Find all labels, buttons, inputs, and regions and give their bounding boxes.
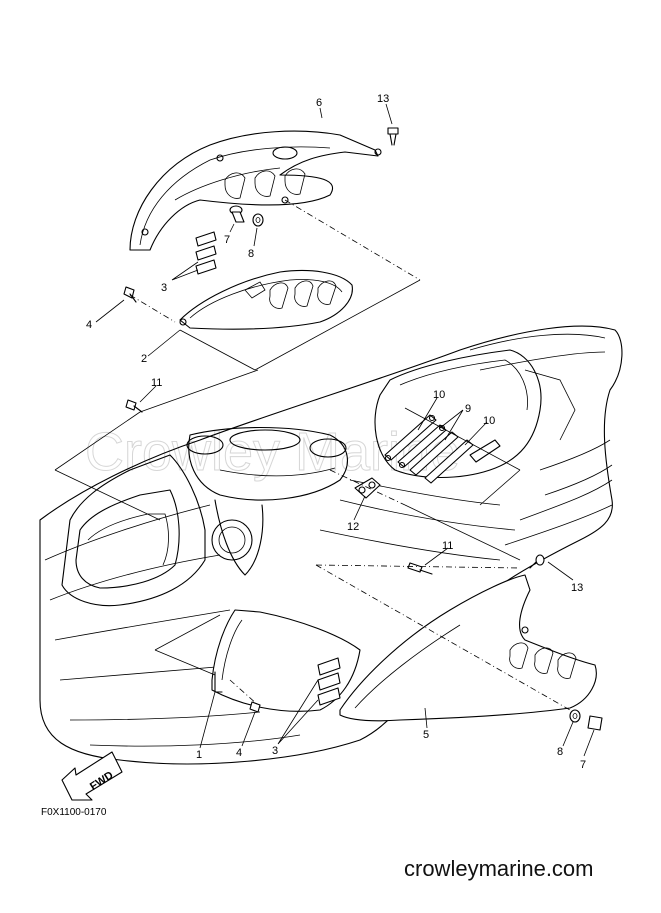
bolt-7-washer-8-top xyxy=(229,205,264,227)
callout-11: 11 xyxy=(442,540,453,552)
callout-7: 7 xyxy=(580,759,586,771)
part-5-side-panel xyxy=(339,574,597,722)
callouts: 6 13 7 8 3 4 2 11 10 9 10 12 11 13 1 4 3… xyxy=(86,93,586,771)
fwd-arrow: FWD xyxy=(61,751,123,801)
part-1-side-panel xyxy=(211,609,361,712)
drawing-code: F0X1100-0170 xyxy=(41,807,107,818)
callout-3: 3 xyxy=(161,282,167,294)
callout-4: 4 xyxy=(86,319,92,331)
callout-6: 6 xyxy=(316,97,322,109)
part-6-upper-cover xyxy=(129,130,382,251)
callout-7: 7 xyxy=(224,234,230,246)
site-link[interactable]: crowleymarine.com xyxy=(404,856,594,881)
bolt-13-right xyxy=(529,554,545,569)
pads-3-top xyxy=(195,231,217,275)
rivet-11-right xyxy=(407,562,433,575)
callout-9: 9 xyxy=(465,403,471,415)
callout-1: 1 xyxy=(196,749,202,761)
callout-8: 8 xyxy=(557,746,563,758)
callout-13: 13 xyxy=(571,582,583,594)
hull-outline xyxy=(39,325,623,765)
callout-12: 12 xyxy=(347,521,359,533)
callout-3: 3 xyxy=(272,745,278,757)
rivet-4-bottom xyxy=(249,701,261,713)
leader-lines xyxy=(54,103,595,757)
bolt-13-top xyxy=(387,127,399,146)
callout-4: 4 xyxy=(236,747,242,759)
callout-10: 10 xyxy=(483,415,495,427)
callout-8: 8 xyxy=(248,248,254,260)
rivet-11-top xyxy=(125,399,143,413)
callout-13: 13 xyxy=(377,93,389,105)
bolt-7-washer-8-bottom xyxy=(569,709,603,731)
rivet-4-top xyxy=(123,286,137,303)
callout-2: 2 xyxy=(141,353,147,365)
callout-11: 11 xyxy=(151,377,162,389)
callout-10: 10 xyxy=(433,389,445,401)
part-2-lower-cover xyxy=(179,269,353,330)
callout-5: 5 xyxy=(423,729,429,741)
